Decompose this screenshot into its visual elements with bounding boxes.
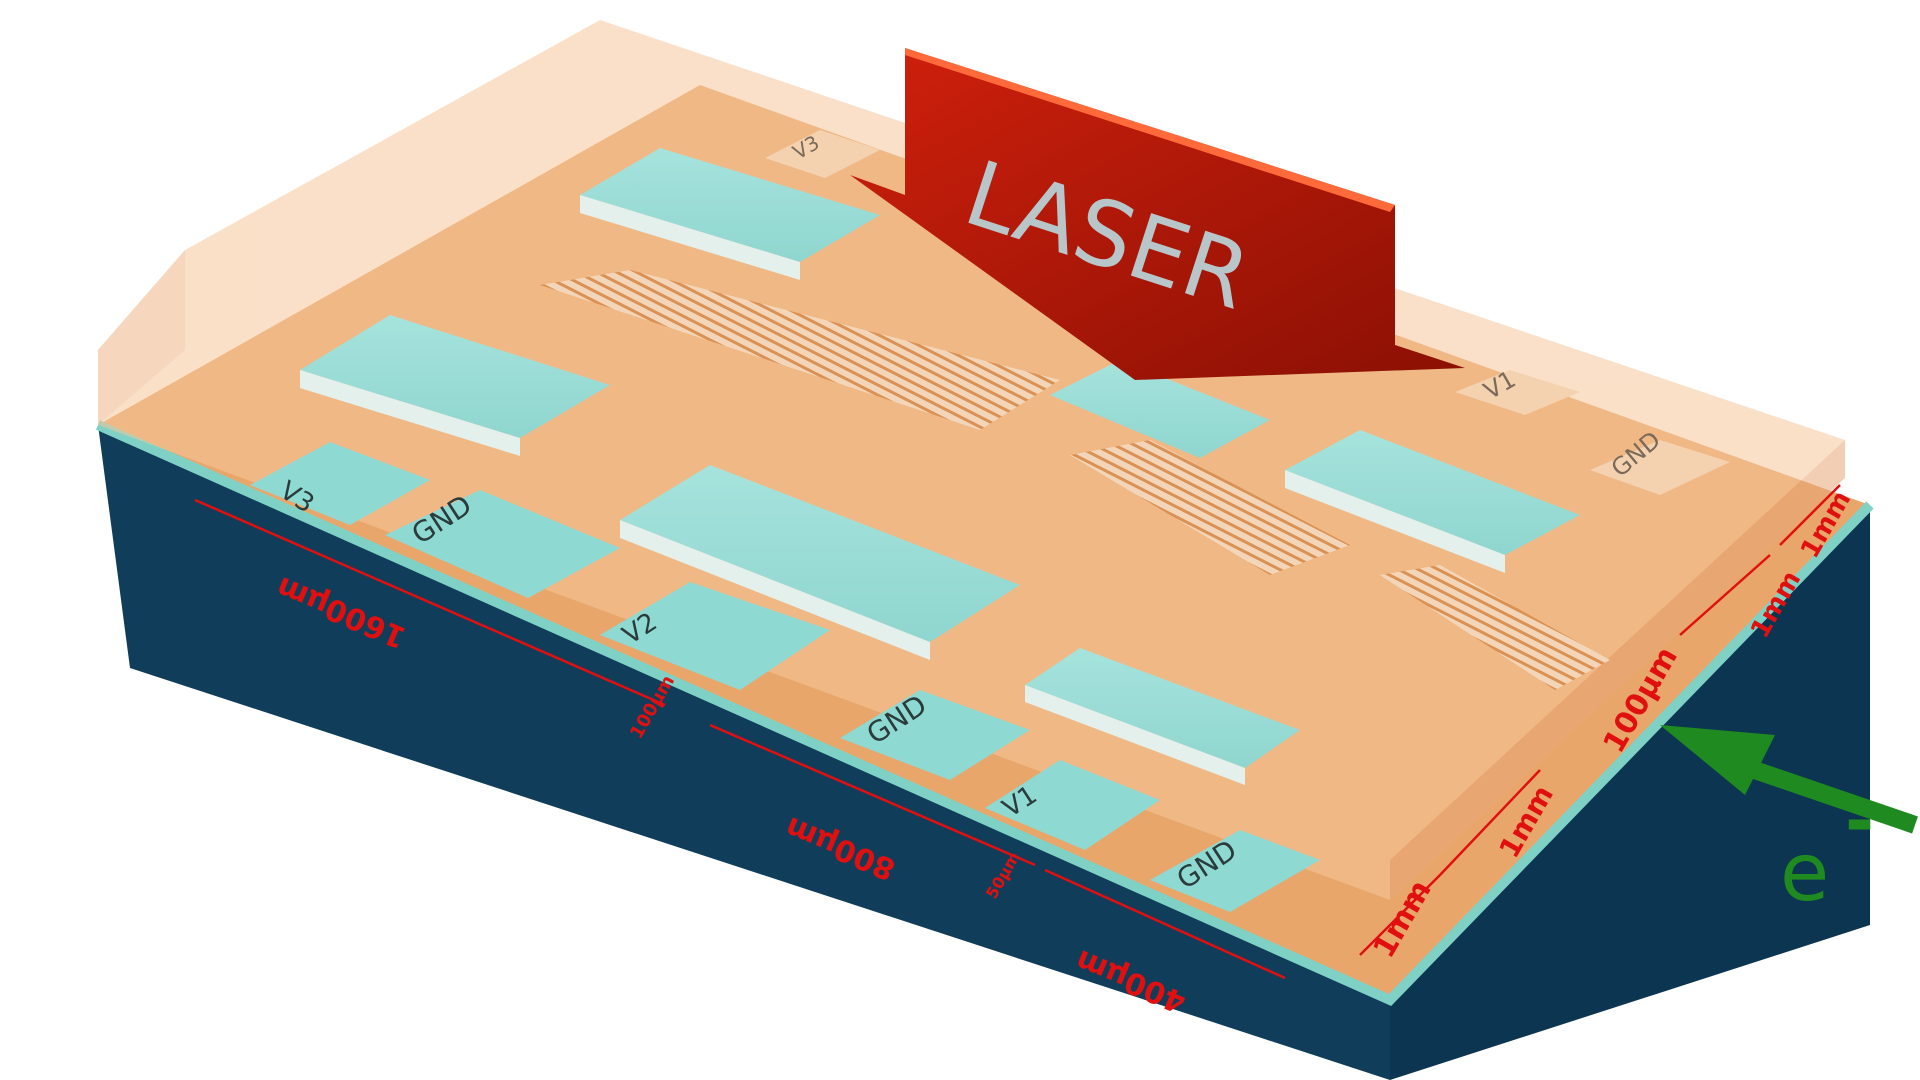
electrode-left	[300, 315, 610, 438]
electrode-top-left	[580, 148, 880, 262]
electron-arrow: e -	[1660, 725, 1918, 919]
electron-superscript: -	[1845, 780, 1874, 862]
dim-line-right-4	[1779, 484, 1841, 546]
substrate-edge-highlight	[95, 420, 1874, 1006]
glass-right-edge	[1390, 440, 1845, 900]
electrode-left-edge	[300, 370, 520, 456]
electron-label: e	[1780, 826, 1829, 919]
laser-arrow-body	[850, 48, 1465, 380]
electrode-center-edge	[620, 520, 930, 660]
dim-line-400	[1044, 868, 1286, 980]
pad-gnd-front-3	[1150, 830, 1320, 912]
glass-cover	[98, 20, 1845, 900]
pad-gnd-front-1	[385, 490, 620, 598]
gratings	[540, 270, 1610, 690]
laser-arrow: LASER	[850, 48, 1465, 380]
electron-arrow-head	[1660, 725, 1775, 795]
electrode-front-right-edge	[1025, 685, 1245, 785]
dimension-lines	[194, 484, 1841, 980]
dim-line-1600	[194, 498, 666, 707]
electrode-right-top	[1050, 360, 1270, 458]
pad-v1-front	[985, 760, 1160, 850]
grating-main	[540, 270, 1060, 430]
contact-pads	[250, 130, 1730, 912]
electrodes	[300, 148, 1580, 785]
pad-v3-back	[765, 130, 880, 178]
pad-v1-back	[1455, 370, 1580, 415]
electron-arrow-shaft	[1737, 756, 1918, 834]
glass-left-edge	[98, 250, 185, 425]
dim-line-right-3	[1679, 554, 1771, 636]
substrate-side-face	[1390, 505, 1870, 1080]
pad-v3-front	[250, 442, 430, 525]
electrode-right	[1285, 430, 1580, 555]
dim-line-right-5	[1394, 874, 1441, 921]
glass-top	[98, 20, 1845, 900]
electrode-front-right	[1025, 648, 1300, 768]
electrode-right-edge	[1285, 470, 1505, 573]
pad-gnd-back-right	[1590, 440, 1730, 495]
grating-right	[1380, 565, 1610, 690]
pad-v2	[600, 582, 830, 690]
electrode-center	[620, 465, 1020, 642]
electrode-top-left-edge	[580, 195, 800, 280]
dim-line-800	[709, 723, 1036, 867]
substrate-front-face	[98, 425, 1390, 1080]
pad-gnd-front-2	[840, 690, 1030, 780]
laser-arrow-edge	[905, 48, 1395, 212]
dim-line-right-2	[1439, 769, 1541, 876]
grating-mid	[1070, 440, 1350, 575]
